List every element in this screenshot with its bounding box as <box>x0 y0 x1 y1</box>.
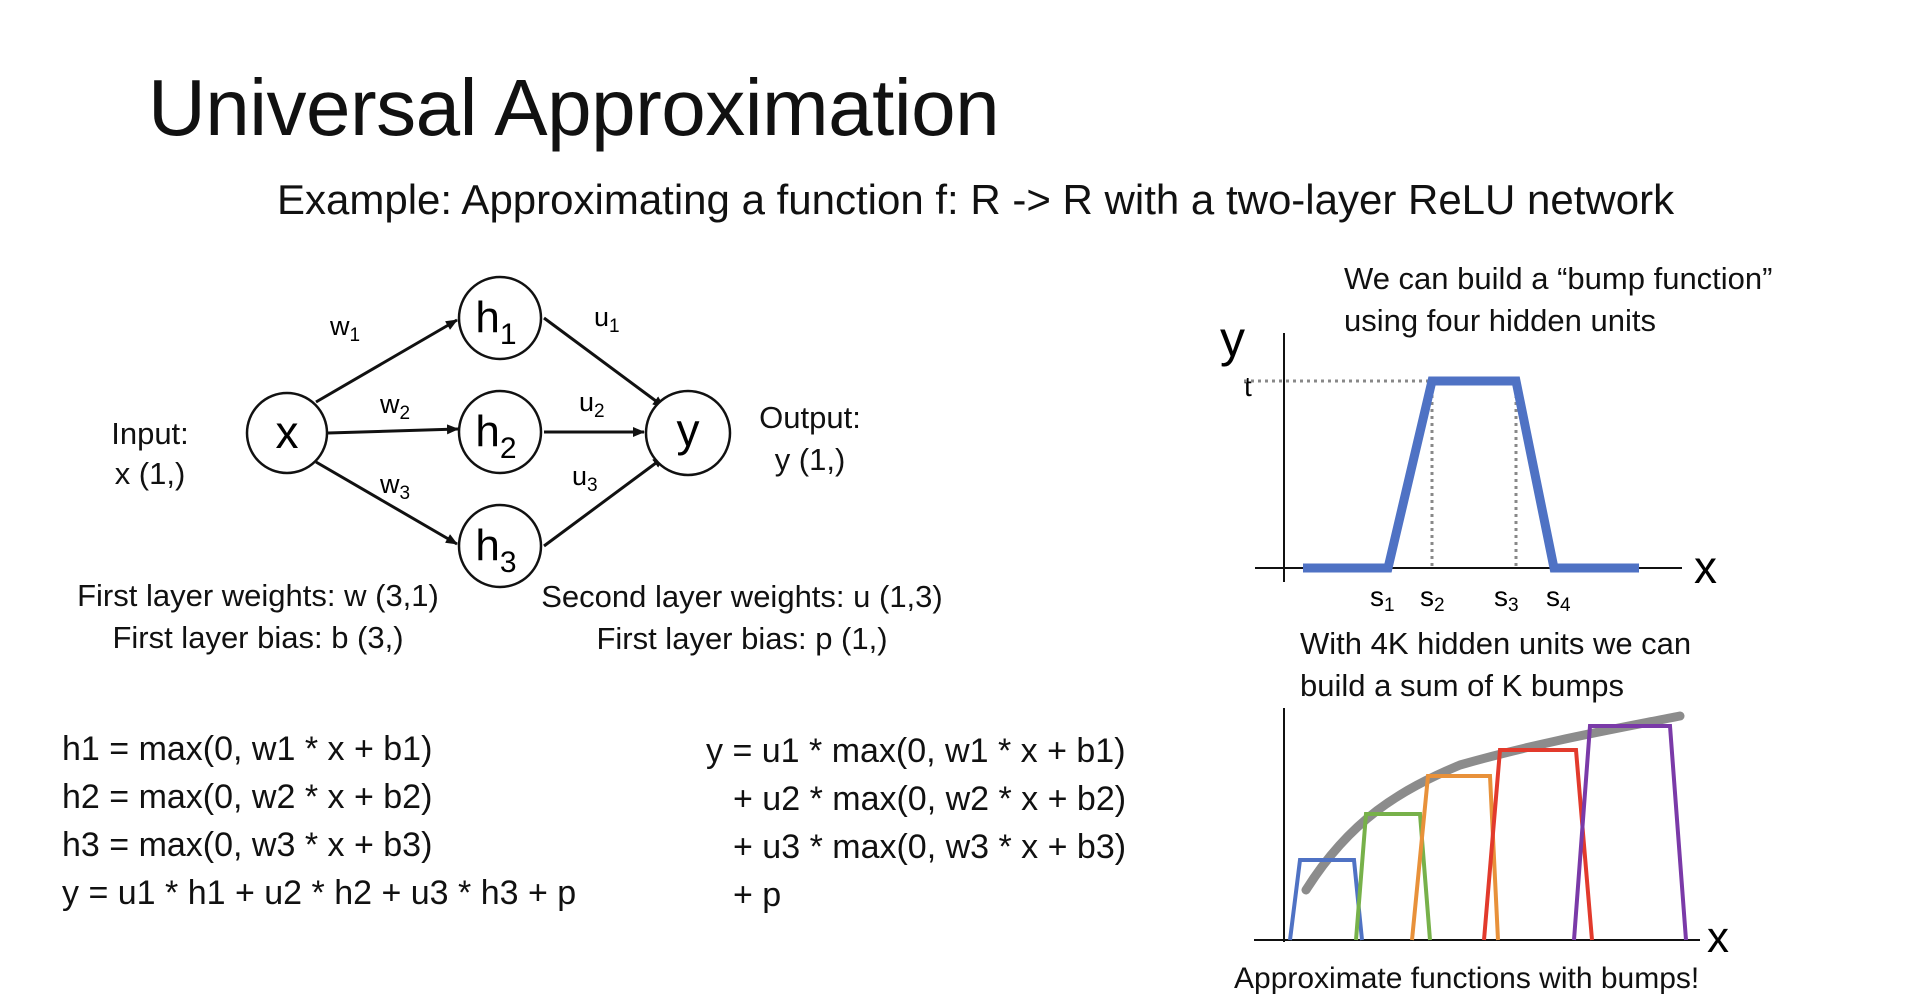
bump-1 <box>1288 858 1364 941</box>
bump-s3-label: s3 <box>1494 581 1519 616</box>
equation-expanded-line-4: + p <box>733 876 782 914</box>
equations-left: h1 = max(0, w1 * x + b1) h2 = max(0, w2 … <box>62 725 576 917</box>
output-label: Output: y (1,) <box>748 397 872 481</box>
slide-subtitle: Example: Approximating a function f: R -… <box>277 176 1675 223</box>
bump-3 <box>1410 774 1500 941</box>
first-layer-weights: First layer weights: w (3,1) <box>77 578 439 613</box>
node-h1-label: h1 <box>475 293 516 351</box>
node-h3-label: h3 <box>475 521 516 579</box>
edge-x-h2 <box>327 424 459 435</box>
bump-function-line <box>1303 376 1639 573</box>
bump-4 <box>1482 748 1594 941</box>
equation-h2: h2 = max(0, w2 * x + b2) <box>62 778 433 816</box>
slide-title: Universal Approximation <box>148 63 1000 152</box>
node-y <box>644 389 732 477</box>
bump-caption-line-2: using four hidden units <box>1344 303 1656 338</box>
equations-right: y = u1 * max(0, w1 * x + b1) + u2 * max(… <box>706 727 1126 919</box>
node-h3 <box>457 503 543 589</box>
output-shape: y (1,) <box>774 442 846 477</box>
edge-h3-y <box>543 455 665 548</box>
equation-expanded-line-3: + u3 * max(0, w3 * x + b3) <box>733 828 1127 866</box>
edge-x-h3 <box>315 460 458 546</box>
equation-y: y = u1 * h1 + u2 * h2 + u3 * h3 + p <box>62 874 577 912</box>
node-h2-label: h2 <box>475 407 516 465</box>
edge-h1-y <box>543 316 665 409</box>
first-layer-bias: First layer bias: b (3,) <box>112 620 404 655</box>
equation-expanded-line-1: y = u1 * max(0, w1 * x + b1) <box>706 732 1126 770</box>
node-x-label: x <box>276 406 299 458</box>
bump-5 <box>1572 724 1688 941</box>
weight-u2: u2 <box>579 387 605 422</box>
second-layer-weights: Second layer weights: u (1,3) <box>541 579 943 614</box>
sum-caption: With 4K hidden units we can build a sum … <box>1300 623 1691 707</box>
bump-s1-label: s1 <box>1370 581 1395 616</box>
node-y-label: y <box>677 404 700 456</box>
edge-x-h1 <box>315 318 458 404</box>
sum-caption-line-2: build a sum of K bumps <box>1300 668 1624 703</box>
node-h1 <box>457 275 543 361</box>
sum-caption-line-1: With 4K hidden units we can <box>1300 626 1692 661</box>
second-layer-bias: First layer bias: p (1,) <box>596 621 888 656</box>
sum-x-label: x <box>1707 913 1729 962</box>
bump-2 <box>1354 812 1432 941</box>
equation-h1: h1 = max(0, w1 * x + b1) <box>62 730 433 768</box>
weight-w2: w2 <box>379 389 410 424</box>
bump-y-label: y <box>1220 311 1245 367</box>
bump-s4-label: s4 <box>1546 581 1571 616</box>
input-label-line: Input: <box>111 416 189 451</box>
bump-x-label: x <box>1694 541 1717 593</box>
second-layer-description: Second layer weights: u (1,3) First laye… <box>522 576 962 660</box>
input-label: Input: x (1,) <box>98 414 202 494</box>
bump-caption-line-1: We can build a “bump function” <box>1344 261 1773 296</box>
weight-w3: w3 <box>379 469 410 504</box>
node-x <box>245 391 329 475</box>
weight-u1: u1 <box>594 302 620 337</box>
weight-u3: u3 <box>572 461 598 496</box>
node-h2 <box>457 389 543 475</box>
output-label-line: Output: <box>759 400 861 435</box>
input-shape: x (1,) <box>114 456 186 491</box>
bump-t-label: t <box>1244 371 1252 402</box>
bump-s2-label: s2 <box>1420 581 1445 616</box>
weight-w1: w1 <box>329 311 360 346</box>
equation-h3: h3 = max(0, w3 * x + b3) <box>62 826 433 864</box>
first-layer-description: First layer weights: w (3,1) First layer… <box>58 575 458 659</box>
bump-caption: We can build a “bump function” using fou… <box>1344 258 1773 342</box>
sum-footer: Approximate functions with bumps! <box>1234 962 1700 995</box>
equation-expanded-line-2: + u2 * max(0, w2 * x + b2) <box>733 780 1127 818</box>
